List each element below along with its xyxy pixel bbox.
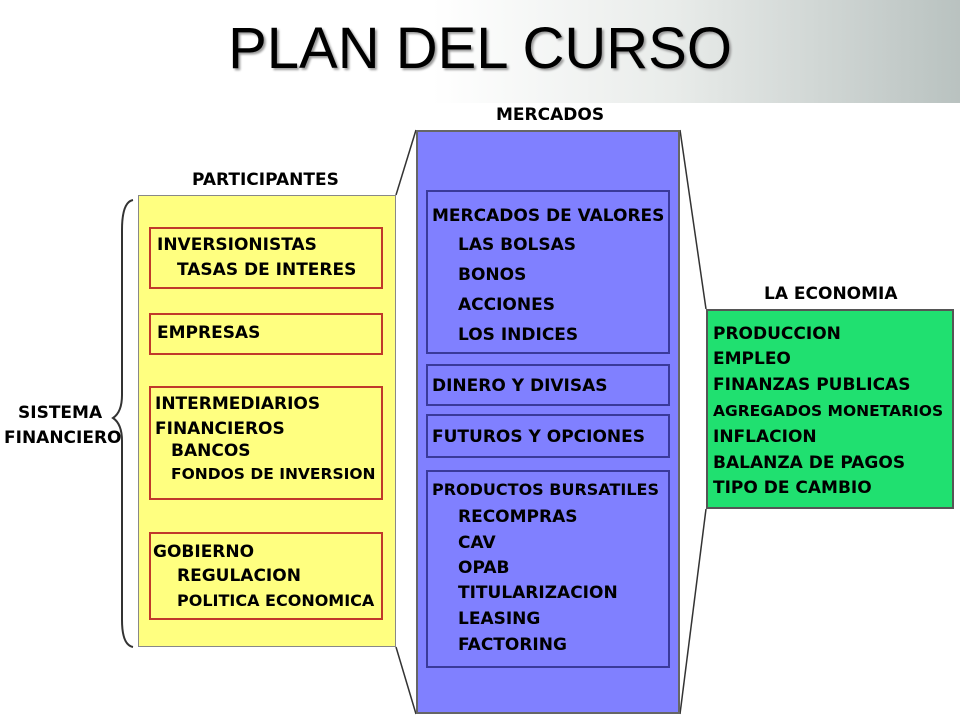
box-text: INVERSIONISTAS bbox=[157, 235, 317, 255]
dinero-divisas-box: DINERO Y DIVISAS bbox=[426, 364, 670, 406]
mercados-valores-box: MERCADOS DE VALORES LAS BOLSAS BONOS ACC… bbox=[426, 190, 670, 354]
economia-item: INFLACION bbox=[713, 427, 817, 447]
connector-line bbox=[679, 129, 707, 310]
box-text: OPAB bbox=[458, 558, 510, 578]
box-text: FINANCIEROS bbox=[155, 419, 285, 439]
box-text: PRODUCTOS BURSATILES bbox=[432, 480, 659, 499]
intermediarios-box: INTERMEDIARIOS FINANCIEROS BANCOS FONDOS… bbox=[149, 386, 383, 500]
sistema-label-line2: FINANCIERO bbox=[4, 428, 122, 448]
box-text: BONOS bbox=[458, 265, 527, 285]
box-text: TASAS DE INTERES bbox=[177, 260, 357, 280]
box-text: FUTUROS Y OPCIONES bbox=[432, 427, 645, 447]
participantes-panel: INVERSIONISTAS TASAS DE INTERES EMPRESAS… bbox=[138, 195, 396, 647]
connector-line bbox=[679, 508, 707, 715]
economia-item: AGREGADOS MONETARIOS bbox=[713, 402, 944, 420]
box-text: FACTORING bbox=[458, 635, 567, 655]
economia-item: BALANZA DE PAGOS bbox=[713, 453, 906, 473]
box-text: RECOMPRAS bbox=[458, 507, 578, 527]
box-text: DINERO Y DIVISAS bbox=[432, 376, 608, 396]
page-title: PLAN DEL CURSO bbox=[228, 16, 732, 81]
box-text: TITULARIZACION bbox=[458, 583, 618, 603]
empresas-box: EMPRESAS bbox=[149, 313, 383, 355]
connector-line bbox=[395, 646, 417, 715]
connector-line bbox=[395, 129, 417, 196]
economia-item: TIPO DE CAMBIO bbox=[713, 478, 872, 498]
box-text: LAS BOLSAS bbox=[458, 235, 577, 255]
box-text: LOS INDICES bbox=[458, 325, 579, 345]
economia-item: PRODUCCION bbox=[713, 324, 841, 344]
gobierno-box: GOBIERNO REGULACION POLITICA ECONOMICA bbox=[149, 532, 383, 620]
economia-item: EMPLEO bbox=[713, 349, 791, 369]
box-text: POLITICA ECONOMICA bbox=[177, 591, 375, 610]
box-text: INTERMEDIARIOS bbox=[155, 394, 321, 414]
box-text: FONDOS DE INVERSION bbox=[171, 465, 376, 483]
box-text: GOBIERNO bbox=[153, 542, 255, 562]
box-text: REGULACION bbox=[177, 566, 301, 586]
economia-label: LA ECONOMIA bbox=[764, 284, 898, 304]
participantes-label: PARTICIPANTES bbox=[192, 170, 339, 190]
mercados-panel: MERCADOS DE VALORES LAS BOLSAS BONOS ACC… bbox=[416, 130, 680, 714]
box-text: CAV bbox=[458, 533, 496, 553]
economia-item: FINANZAS PUBLICAS bbox=[713, 375, 911, 395]
box-text: LEASING bbox=[458, 609, 541, 629]
title-bar bbox=[0, 0, 960, 103]
box-text: BANCOS bbox=[171, 441, 251, 461]
inversionistas-box: INVERSIONISTAS TASAS DE INTERES bbox=[149, 227, 383, 289]
economia-panel: PRODUCCION EMPLEO FINANZAS PUBLICAS AGRE… bbox=[706, 309, 954, 509]
sistema-label-line1: SISTEMA bbox=[18, 403, 103, 423]
futuros-opciones-box: FUTUROS Y OPCIONES bbox=[426, 414, 670, 458]
box-text: ACCIONES bbox=[458, 295, 555, 315]
sistema-brace bbox=[111, 199, 134, 648]
box-text: EMPRESAS bbox=[157, 323, 261, 343]
productos-bursatiles-box: PRODUCTOS BURSATILES RECOMPRAS CAV OPAB … bbox=[426, 470, 670, 668]
mercados-label: MERCADOS bbox=[496, 105, 605, 125]
box-text: MERCADOS DE VALORES bbox=[432, 206, 665, 226]
